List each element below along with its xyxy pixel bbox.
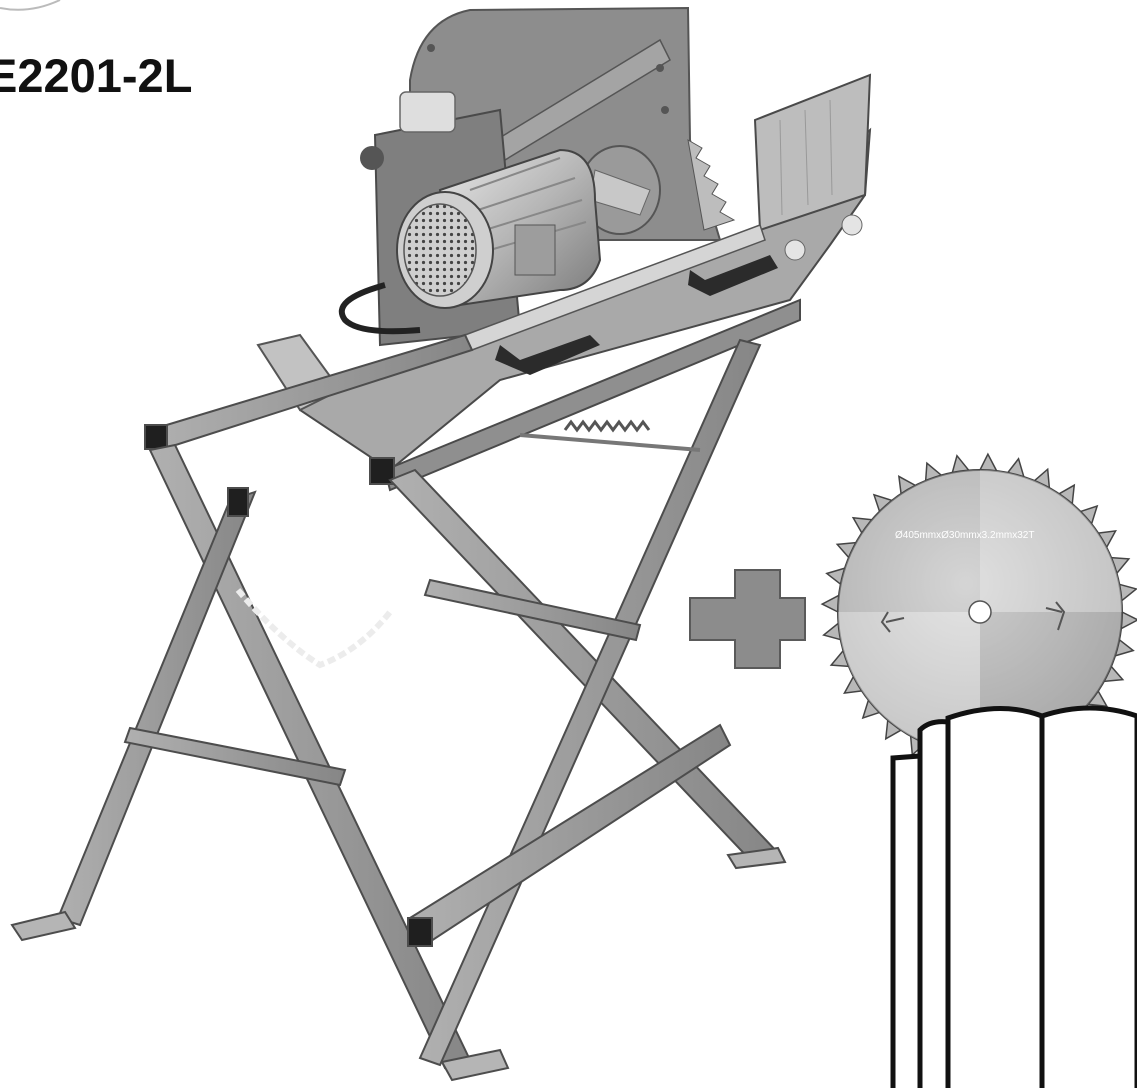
plus-icon [689,569,806,669]
blade-tooth [1120,610,1137,630]
blade-spec-label: Ø405mmxØ30mmx3.2mmx32T [895,530,1034,541]
model-title: E2201-2L [0,49,193,102]
switch-box [399,91,456,133]
corner-arc [0,0,61,11]
chain [235,588,393,669]
electric-motor [396,148,602,309]
saw-blade-icon: Ø405mmxØ30mmx3.2mmx32T [820,452,1137,772]
handle-left [495,335,600,375]
blade-tooth [820,594,840,614]
handle-right [688,255,778,296]
stand-frame [10,333,787,1082]
manual-pages-icon [890,705,1137,1088]
tension-spring [563,419,651,433]
blade-tooth [978,452,998,472]
